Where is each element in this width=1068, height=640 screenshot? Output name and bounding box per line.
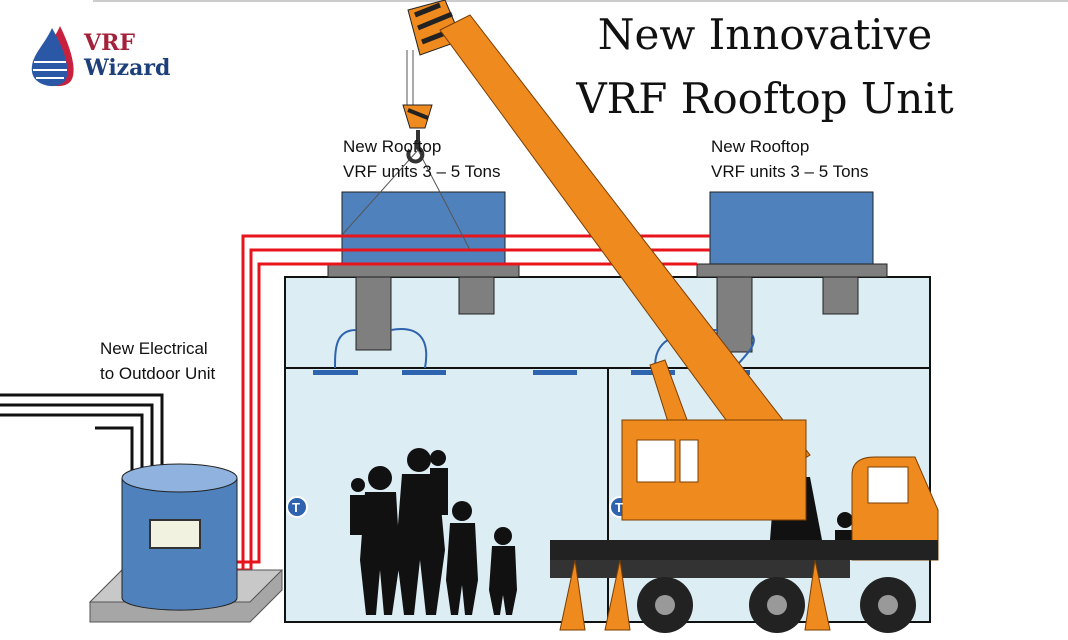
electrical-label-line2: to Outdoor Unit [100,364,216,383]
rooftop-unit-right [654,191,888,369]
electrical-label: New Electrical to Outdoor Unit [100,336,215,386]
rooftop-right-label: New Rooftop VRF units 3 – 5 Tons [711,134,869,184]
logo-drop-icon [31,26,74,87]
electrical-label-line1: New Electrical [100,339,208,358]
rooftop-right-label-line1: New Rooftop [711,137,810,156]
logo-text-vrf: VRF [84,30,135,56]
outdoor-unit [88,463,284,623]
crane [341,0,939,633]
thermostat-label-right: T [615,500,623,515]
wheel-icon [637,577,916,633]
title-line-1: New Innovative [597,10,933,59]
rooftop-right-label-line2: VRF units 3 – 5 Tons [711,162,869,181]
rooftop-left-label-line2: VRF units 3 – 5 Tons [343,162,501,181]
rooftop-left-label-line1: New Rooftop [343,137,442,156]
people-silhouettes [350,448,855,615]
title-line-2: VRF Rooftop Unit [576,74,954,123]
logo-text-wizard: Wizard [84,55,171,81]
thermostat-label-left: T [292,500,300,515]
rooftop-left-label: New Rooftop VRF units 3 – 5 Tons [343,134,501,184]
electrical-lines [0,393,164,470]
